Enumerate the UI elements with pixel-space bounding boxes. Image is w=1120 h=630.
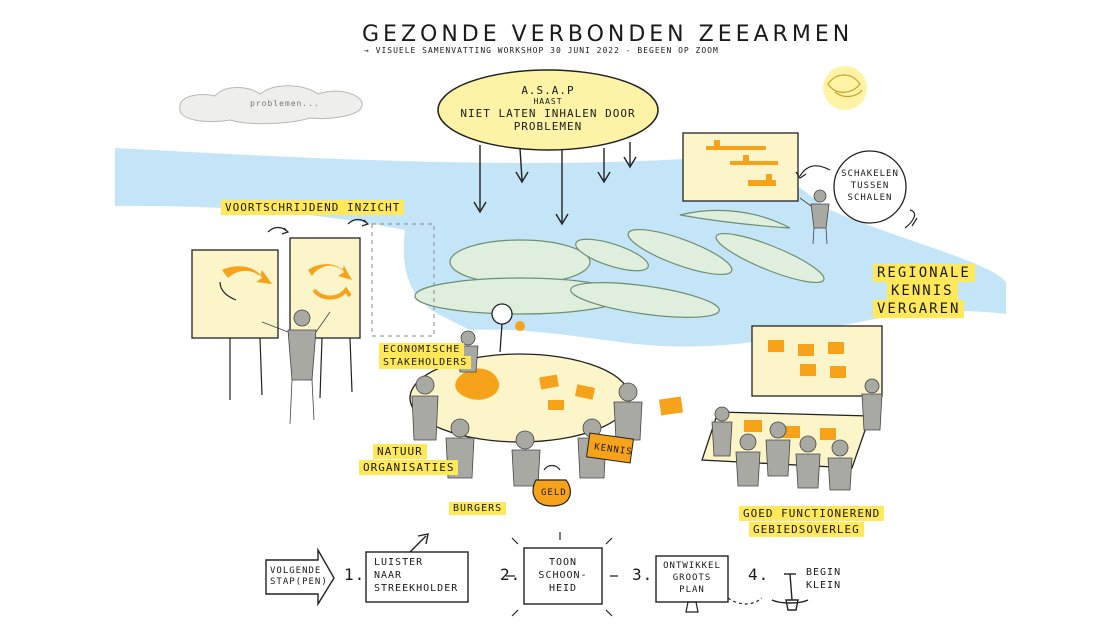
- label-text: ECONOMISCHE: [380, 344, 464, 355]
- sun-icon: [823, 66, 867, 110]
- label-text: BURGERS: [450, 503, 506, 514]
- person-figure: [511, 430, 541, 487]
- label-voortschrijdend: VOORTSCHRIJDEND INZICHT: [222, 201, 404, 214]
- cloud-text: PROBLEMEN...: [250, 99, 320, 108]
- step-line: BEGIN: [806, 567, 842, 578]
- step-number: 4.: [748, 565, 770, 584]
- step-2-text: TOON SCHOON- HEID: [530, 556, 596, 595]
- page-subtitle: → VISUELE SAMENVATTING WORKSHOP 30 JUNI …: [364, 46, 719, 55]
- step-line: KLEIN: [806, 580, 842, 591]
- step-line: HEID: [548, 583, 578, 594]
- person-figure: [711, 406, 733, 457]
- asap-bubble-text: A.S.A.P HAAST NIET LATEN INHALEN DOOR PR…: [438, 84, 658, 133]
- regional-board: [751, 325, 883, 397]
- bubble-line: PROBLEMEN: [513, 120, 583, 133]
- island: [570, 282, 720, 318]
- label-burgers: BURGERS: [450, 502, 506, 515]
- magnifier-icon: [491, 303, 513, 325]
- person-figure: [861, 378, 883, 431]
- step-line: STREEKHOLDER: [374, 583, 459, 594]
- step-3-text: ONTWIKKEL GROOTS PLAN: [658, 560, 726, 596]
- step-1-box: [365, 551, 469, 603]
- island: [627, 228, 733, 276]
- bubble-line: HAAST: [533, 97, 563, 106]
- step-line: PLAN: [679, 585, 705, 595]
- scale-switch-circle: [833, 150, 907, 224]
- label-text: GEBIEDSOVERLEG: [750, 523, 863, 536]
- label-text: VOORTSCHRIJDEND INZICHT: [222, 201, 404, 214]
- island: [715, 232, 825, 284]
- step-1-text: LUISTER NAAR STREEKHOLDER: [374, 556, 458, 595]
- presenter-figure: [261, 309, 331, 425]
- step-3-screen: [655, 555, 729, 603]
- label-economische: ECONOMISCHE STAKEHOLDERS: [380, 343, 471, 369]
- step-number: 3.: [632, 565, 654, 584]
- label-text: VERGAREN: [874, 301, 964, 317]
- step-line: SCHOON-: [538, 570, 588, 581]
- person-figure: [799, 189, 830, 245]
- next-step-label: VOLGENDE STAP(PEN): [270, 566, 328, 587]
- step-line: NAAR: [374, 570, 403, 581]
- island: [679, 209, 791, 229]
- step-line: TOON: [548, 557, 578, 568]
- label-text: REGIONALE: [874, 265, 974, 281]
- person-figure: [827, 439, 853, 491]
- label-text: KENNIS: [888, 283, 957, 299]
- bubble-line: A.S.A.P: [521, 84, 575, 97]
- easel-board-1: [191, 249, 279, 339]
- circle-label-line: TUSSEN: [850, 181, 890, 191]
- island: [575, 238, 649, 272]
- circle-label-line: SCHALEN: [847, 193, 893, 203]
- label-regionale: REGIONALE KENNIS VERGAREN: [874, 264, 974, 318]
- step-number: 2.: [500, 565, 522, 584]
- step-number: 1.: [344, 565, 366, 584]
- label-geld: GELD: [541, 488, 567, 498]
- label-natuur: NATUUR ORGANISATIES: [360, 444, 458, 476]
- person-figure: [411, 375, 439, 441]
- knowledge-note: [585, 432, 635, 464]
- cloud-icon: [179, 85, 363, 125]
- person-figure: [613, 382, 643, 441]
- step-line: ONTWIKKEL: [663, 561, 721, 571]
- step-2-box: [523, 547, 603, 605]
- next-step-arrow: [265, 547, 335, 607]
- money-bag-icon: [532, 479, 571, 507]
- page-title: GEZONDE VERBONDEN ZEEARMEN: [362, 22, 854, 47]
- circle-label-line: SCHAKELEN: [841, 169, 899, 179]
- label-text: NATUUR: [374, 445, 426, 458]
- person-figure: [735, 433, 761, 487]
- step-4-text: BEGIN KLEIN: [806, 566, 841, 592]
- label-gebiedsoverleg: GOED FUNCTIONEREND GEBIEDSOVERLEG: [740, 506, 884, 538]
- bubble-line: NIET LATEN INHALEN DOOR: [460, 107, 636, 120]
- label-text: GOED FUNCTIONEREND: [740, 507, 884, 520]
- asap-bubble: [437, 69, 659, 151]
- step-line: GROOTS: [672, 573, 712, 583]
- person-figure: [765, 421, 791, 477]
- label-text: STAKEHOLDERS: [380, 357, 471, 368]
- easel-board-3: [371, 223, 435, 337]
- label-text: ORGANISATIES: [360, 461, 458, 474]
- shovel-icon: [771, 573, 809, 611]
- chart-board: [682, 132, 799, 202]
- scale-switch-label: SCHAKELEN TUSSEN SCHALEN: [836, 168, 904, 204]
- step-line: LUISTER: [374, 557, 424, 568]
- person-figure: [795, 435, 821, 489]
